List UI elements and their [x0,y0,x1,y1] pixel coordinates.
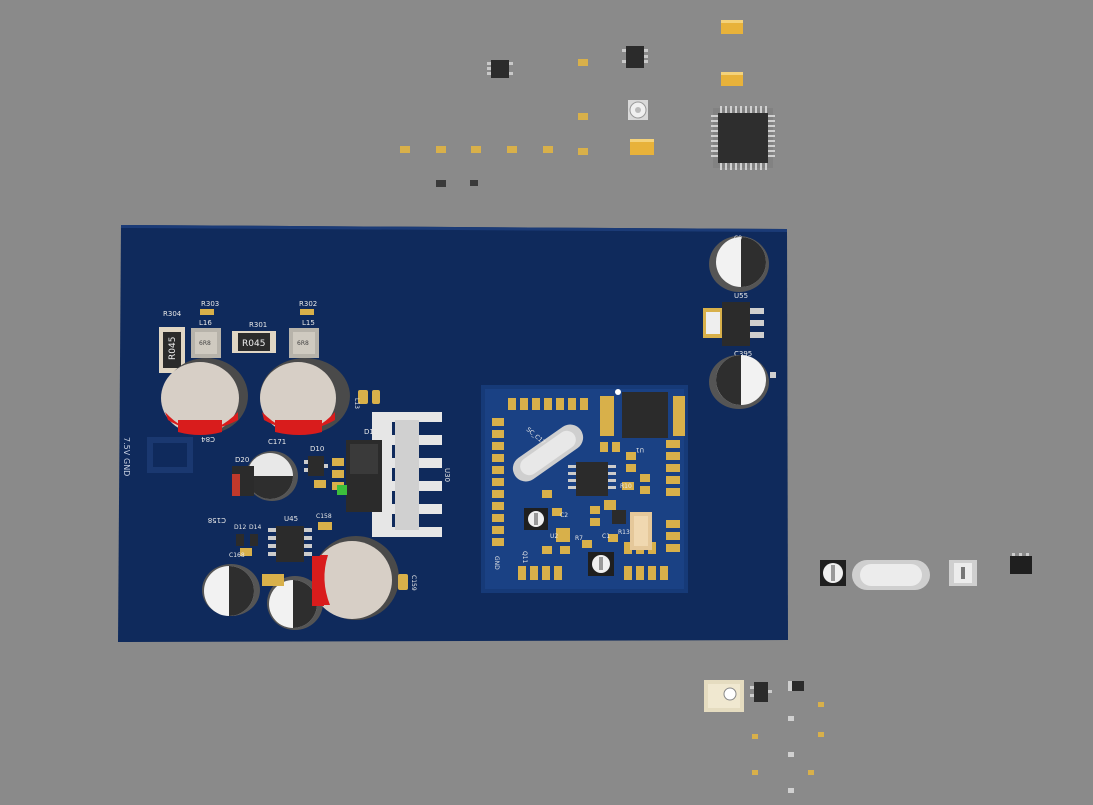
cap-c395 [709,355,769,409]
electrolytic-cap-left [161,358,248,435]
mcu-module[interactable]: SC_C17 U1 [481,385,688,593]
label-r7: R7 [575,535,583,542]
svg-text:U30: U30 [443,468,451,482]
svg-text:R045: R045 [242,339,265,349]
label-l15: L15 [302,319,315,327]
trimmer-pot-icon [524,508,548,530]
label-c158: C158 [208,516,226,524]
sot-package-icon [750,682,772,702]
electrolytic-cap-bottom [312,536,399,620]
smd-pad-icon [400,59,588,155]
label-l16: L16 [199,319,212,327]
label-u45: U45 [284,515,298,523]
trimmer-pot-icon [628,100,648,120]
label-q11: Q11 [521,551,528,564]
trimmer-pot-icon [820,560,846,586]
ic-u45 [268,526,312,562]
regulator-d13 [346,440,382,512]
label-c171: C171 [268,438,286,446]
inductor-l16: 6R8 [191,328,221,358]
svg-text:6R8: 6R8 [199,340,211,347]
svg-text:C9: C9 [734,235,742,242]
label-d10: D10 [310,445,324,453]
main-pcb[interactable]: 7.5V GND R045 R304 R303 R302 6R8 L16 6R8… [118,225,788,642]
svg-text:6R8: 6R8 [297,340,309,347]
cap-c171 [246,451,298,501]
cap-small-mid [267,576,323,630]
label-u55: U55 [734,292,748,300]
label-r303: R303 [201,300,219,308]
voltage-label: 7.5V [122,437,131,456]
crystal-small [949,560,977,586]
trimmer-pot-icon [704,680,744,712]
label-c2: C2 [560,512,568,519]
sot-package-icon [487,60,513,78]
sot-d10 [304,456,328,476]
resistor-r304: R045 [159,327,185,373]
gnd-label: GND [122,458,131,476]
tantalum-cap [721,20,743,34]
electrolytic-cap-mid [260,358,350,435]
inductor-l15: 6R8 [289,328,319,358]
label-r301: R301 [249,321,267,329]
cap-top-right [709,236,769,292]
smd-pad-icon [752,702,824,775]
label-u2: U2 [550,533,558,540]
regulator-u55 [703,302,764,346]
label-c168: C168 [229,552,245,559]
label-d12: D12 [234,524,246,531]
label-c159: C159 [410,575,417,591]
label-r10: R10 [620,483,632,490]
svg-text:R045: R045 [168,337,178,360]
sot-package-icon [1010,553,1032,574]
label-r13: R13 [618,529,630,536]
tantalum-cap [721,72,743,86]
label-d14: D14 [249,524,261,531]
qfp-chip-icon [711,106,775,170]
label-c1: C1 [602,533,610,540]
svg-text:C158: C158 [316,513,332,520]
label-gnd-module: GND [493,556,500,570]
cap-c168-body [202,564,260,616]
module-regulator [600,389,685,438]
module-edge-pads [492,398,680,580]
label-l13: L13 [353,398,360,409]
module-mcu [568,462,616,496]
svg-text:C84: C84 [201,435,215,443]
svg-text:U1: U1 [636,446,644,453]
crystal-icon [852,560,930,590]
diode-d20 [232,466,254,496]
label-r304: R304 [163,310,182,318]
trimmer-pot-icon [588,552,614,576]
label-d20: D20 [235,456,249,464]
label-c395: C395 [734,350,752,358]
label-r302: R302 [299,300,317,308]
loose-parts-bottom [704,680,824,793]
loose-parts-top [400,20,775,187]
resistor-r301: R045 [232,331,276,353]
tantalum-cap [630,139,654,155]
sot-package-icon [622,46,648,68]
label-d13: D13 [364,428,378,436]
loose-parts-right [820,553,1032,590]
crystal-icon [512,424,584,482]
